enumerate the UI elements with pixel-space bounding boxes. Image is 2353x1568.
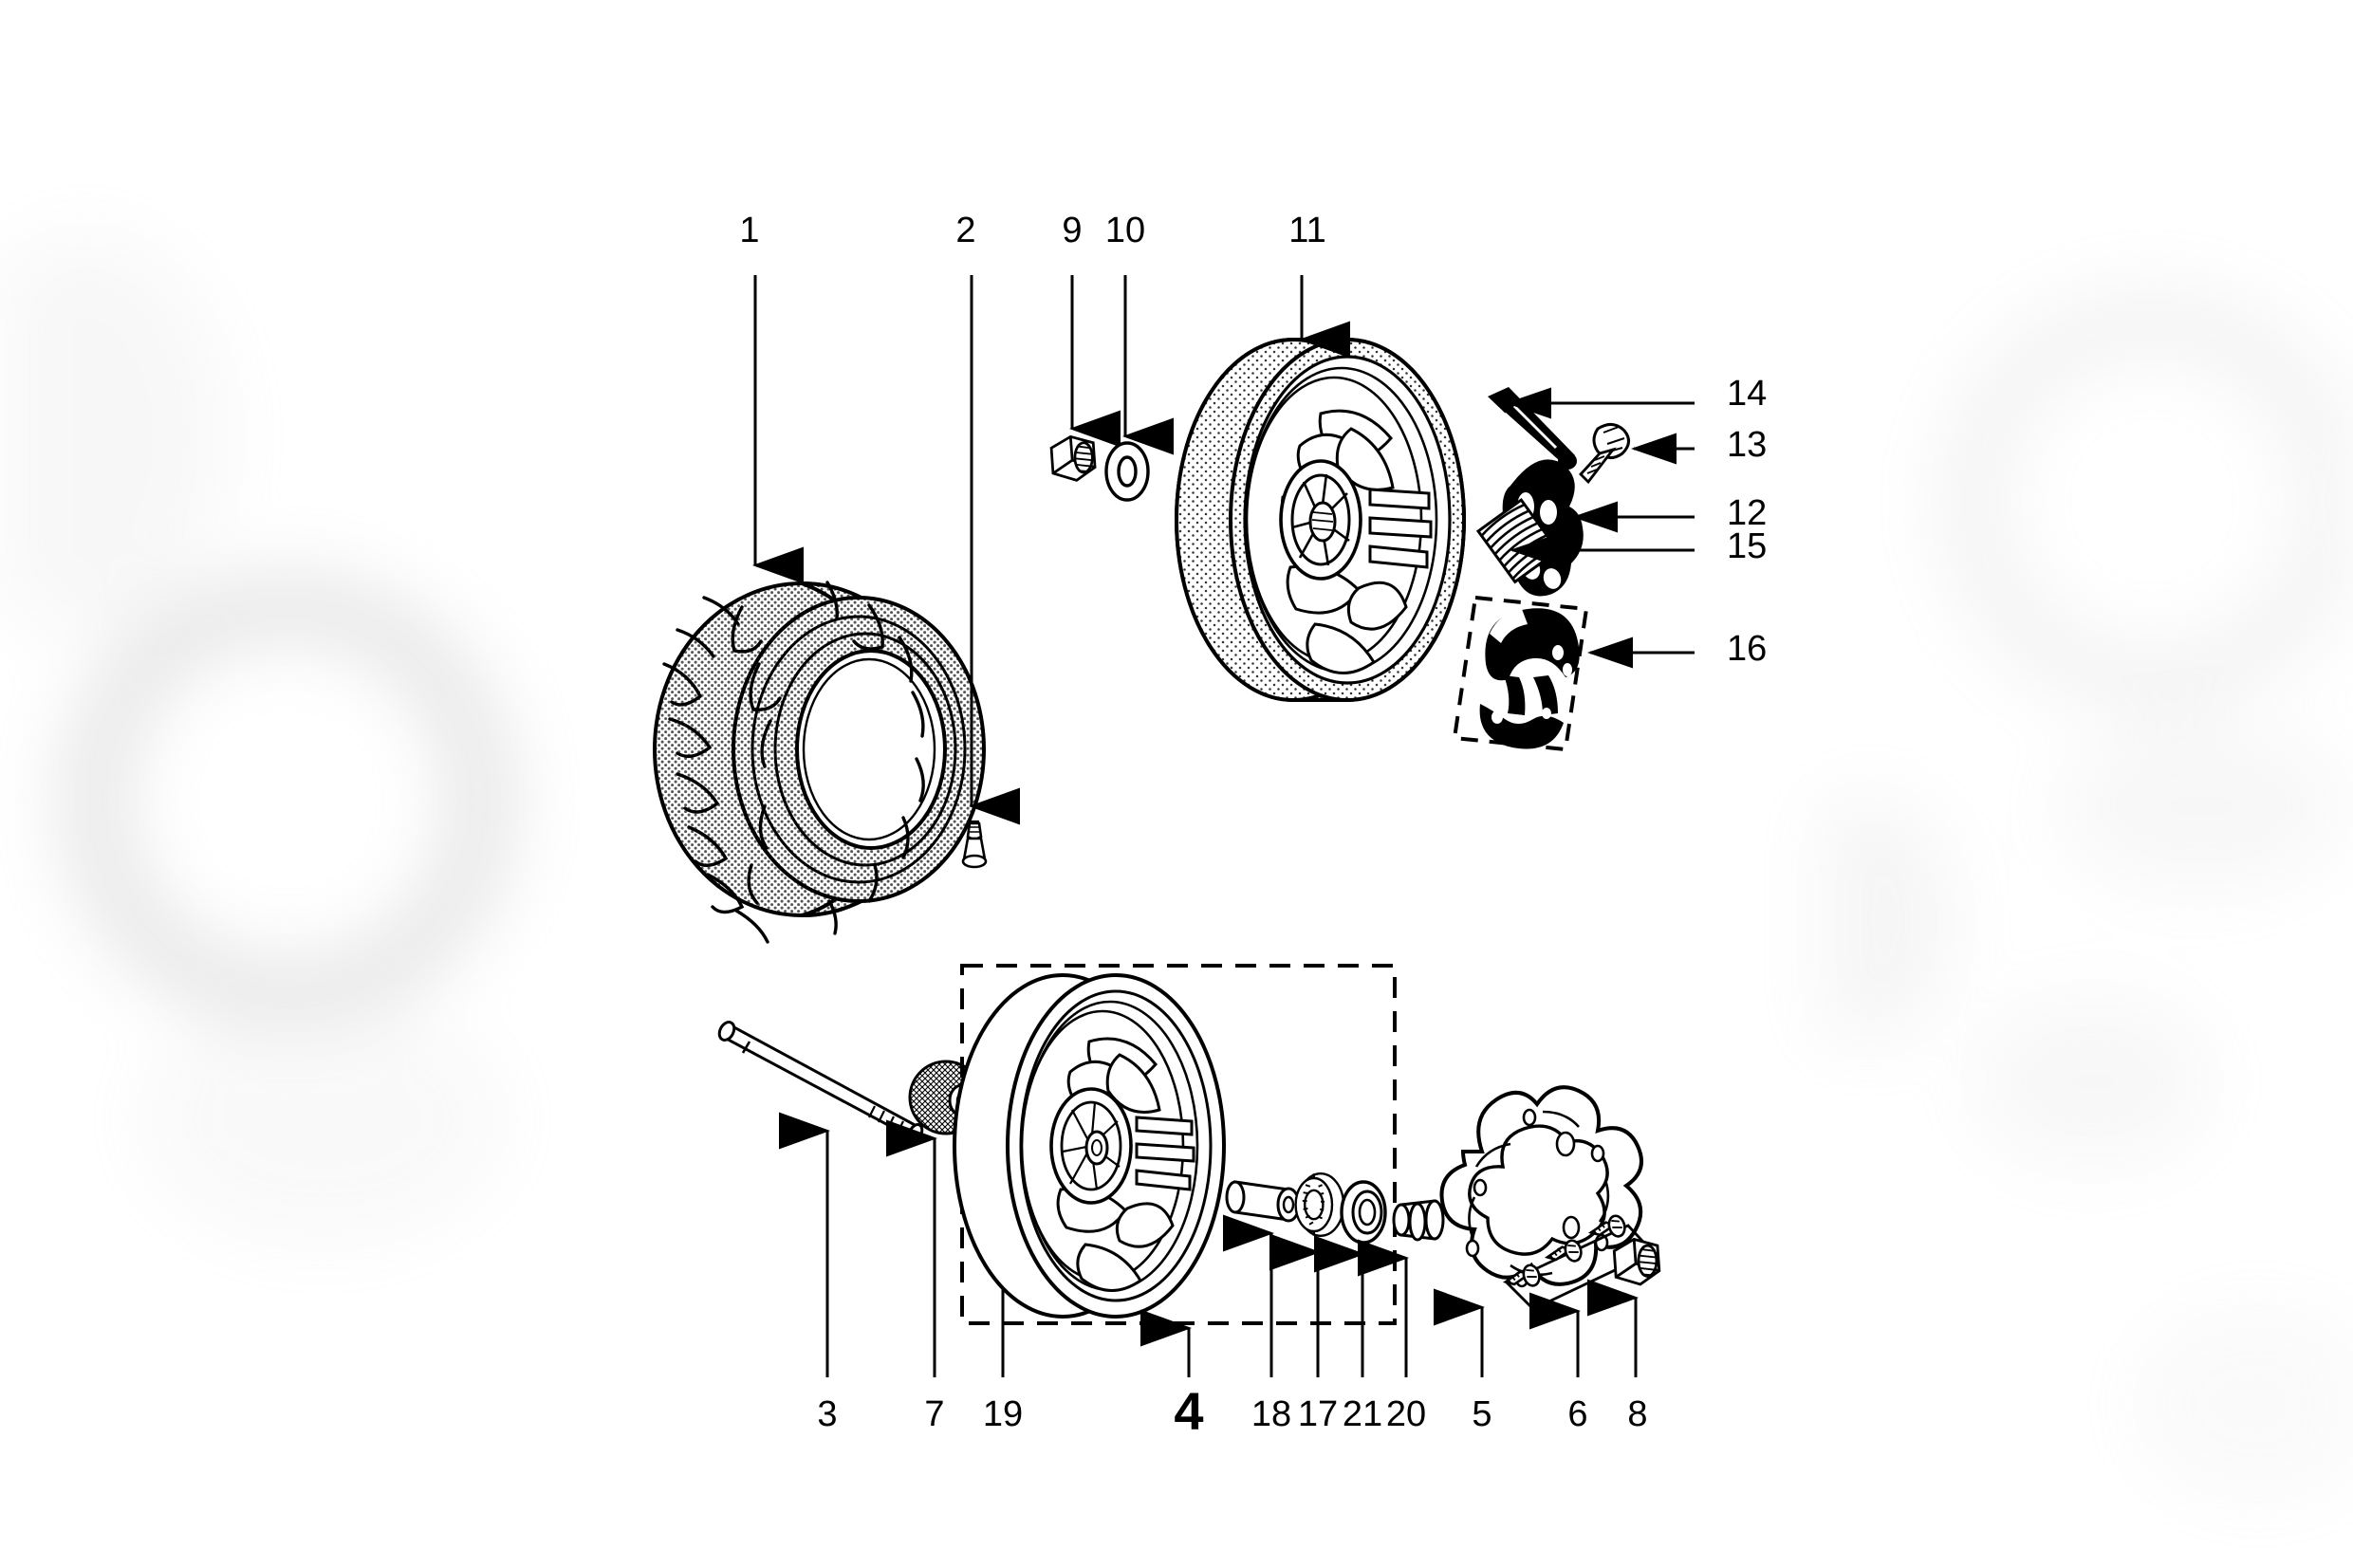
part-return-spring (1475, 497, 1695, 584)
part-oil-seal (1314, 1180, 1387, 1377)
callout-14[interactable]: 14 (1727, 374, 1768, 414)
callout-19[interactable]: 19 (982, 1394, 1024, 1434)
part-rear-wheel-rim (1175, 275, 1466, 702)
callout-6[interactable]: 6 (1567, 1394, 1588, 1434)
callout-3[interactable]: 3 (817, 1394, 838, 1434)
callout-8[interactable]: 8 (1627, 1394, 1648, 1434)
callout-1[interactable]: 1 (739, 211, 760, 250)
callout-5[interactable]: 5 (1472, 1394, 1492, 1434)
callout-16[interactable]: 16 (1727, 629, 1768, 669)
callout-4[interactable]: 4 (1174, 1381, 1204, 1441)
part-side-collar (1358, 1199, 1445, 1377)
part-valve-stem (961, 275, 1020, 869)
group-brake-shoe-kit (1452, 595, 1695, 752)
callout-12[interactable]: 12 (1727, 493, 1768, 533)
callout-13[interactable]: 13 (1727, 425, 1768, 465)
part-brake-cam-pin (1488, 387, 1695, 470)
callout-11[interactable]: 11 (1288, 211, 1326, 250)
part-front-brake-disc (1434, 1085, 1643, 1377)
part-tire (653, 275, 986, 944)
callout-15[interactable]: 15 (1727, 526, 1768, 566)
part-axle-nut (1587, 1238, 1661, 1377)
part-wheel-bearing-right (1269, 1171, 1345, 1377)
callout-17[interactable]: 17 (1297, 1394, 1339, 1434)
part-hex-nut-rear (1049, 275, 1121, 482)
callout-9[interactable]: 9 (1062, 211, 1083, 250)
callout-10[interactable]: 10 (1104, 211, 1146, 250)
callout-2[interactable]: 2 (955, 211, 976, 250)
part-front-axle-shaft (717, 1021, 924, 1377)
part-front-wheel-rim (953, 973, 1226, 1377)
callout-21[interactable]: 21 (1342, 1394, 1383, 1434)
part-flat-washer (1104, 275, 1174, 502)
callout-7[interactable]: 7 (924, 1394, 945, 1434)
part-adjuster-screw (1579, 423, 1695, 485)
callout-20[interactable]: 20 (1385, 1394, 1427, 1434)
callout-18[interactable]: 18 (1251, 1394, 1292, 1434)
part-axle-spacer-collar (1223, 1180, 1301, 1377)
